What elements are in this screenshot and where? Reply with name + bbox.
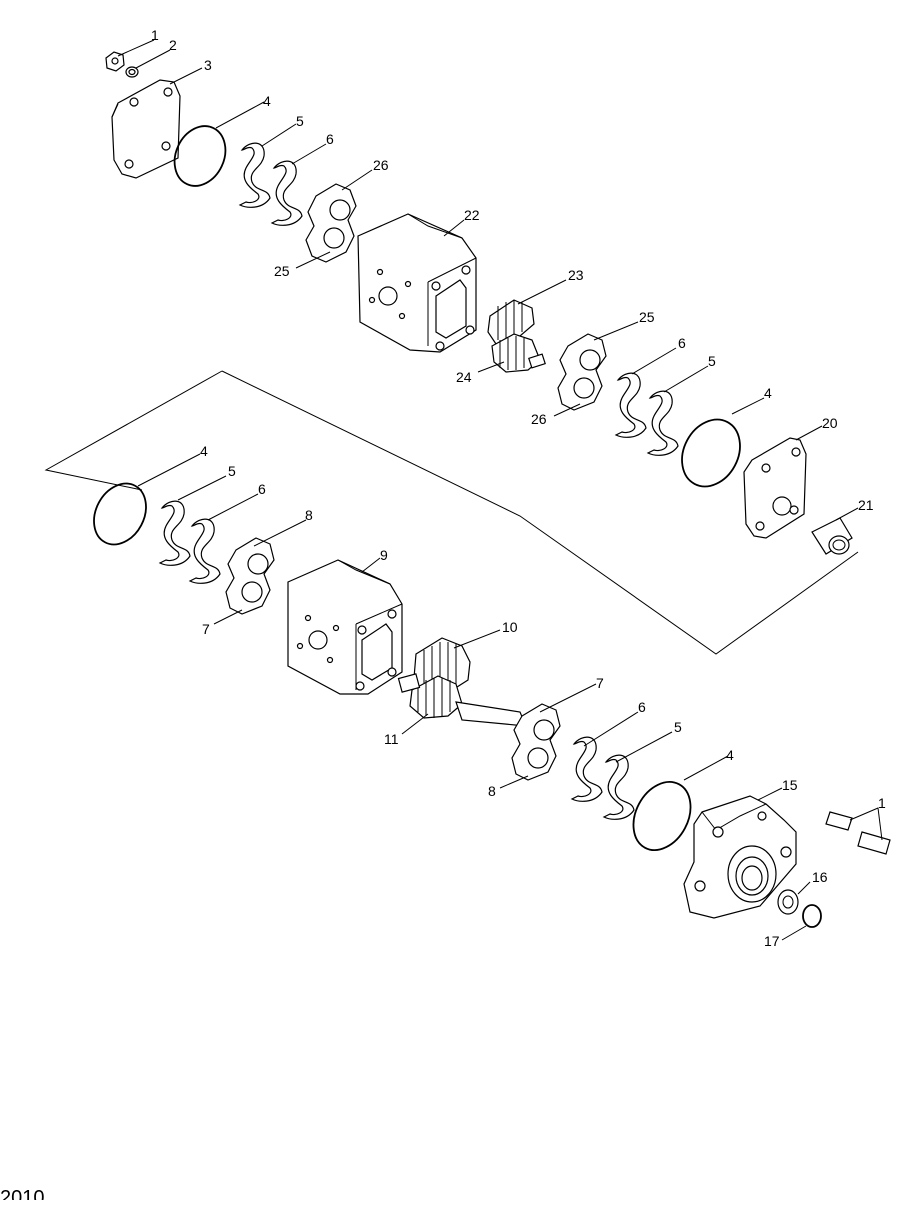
label-low-seal-6: 6 — [638, 699, 646, 715]
label-low-oring: 4 — [726, 747, 734, 763]
part-front-gear-pair — [397, 637, 527, 727]
part-front-flange — [683, 795, 797, 919]
part-rear-pump-body — [357, 213, 477, 353]
figure-number: 2010 — [0, 1187, 45, 1200]
part-bearing-block-top — [305, 183, 357, 263]
part-studs — [825, 811, 891, 855]
label-mid-oring: 4 — [764, 385, 772, 401]
part-o-ring-mid — [681, 418, 741, 488]
label-top-seal-5: 5 — [296, 113, 304, 129]
label-top-seal-6: 6 — [326, 131, 334, 147]
label-front-shaft-11: 11 — [384, 731, 399, 747]
part-seal-low-b — [602, 754, 635, 820]
label-top-bush-26: 26 — [373, 157, 389, 173]
part-front-pump-body — [287, 559, 403, 695]
label-top-washer: 2 — [169, 37, 177, 53]
part-seal-mid-b — [646, 390, 679, 456]
label-mid-plate: 20 — [822, 415, 838, 431]
part-seal-mid-a — [614, 372, 647, 438]
part-snap-ring — [802, 904, 822, 928]
part-intermediate-plate — [743, 437, 807, 539]
callout-labels: 1 2 3 4 5 6 26 25 22 23 24 25 26 6 5 4 2… — [151, 27, 886, 949]
part-nut — [105, 51, 125, 72]
part-seal-top-b — [270, 160, 303, 226]
label-rear-body: 22 — [464, 207, 480, 223]
label-mid-seal-5: 5 — [708, 353, 716, 369]
label-front-flange: 15 — [782, 777, 798, 793]
label-left-seal-5: 5 — [228, 463, 236, 479]
label-mid-bush-26: 26 — [531, 411, 547, 427]
label-drive-gear-23: 23 — [568, 267, 584, 283]
label-studs: 1 — [878, 795, 886, 811]
label-top-bush-25: 25 — [274, 263, 290, 279]
label-left-seal-6: 6 — [258, 481, 266, 497]
label-left-bush-8: 8 — [305, 507, 313, 523]
label-left-bush-7: 7 — [202, 621, 210, 637]
label-front-body: 9 — [380, 547, 388, 563]
part-o-ring-low — [632, 781, 692, 851]
part-seal-top-a — [238, 142, 271, 208]
part-o-ring-left — [93, 482, 147, 546]
label-low-bush-8: 8 — [488, 783, 496, 799]
assembly-boundary-line — [44, 370, 223, 491]
leader-lines — [117, 39, 883, 941]
label-front-gear-10: 10 — [502, 619, 518, 635]
label-low-seal-5: 5 — [674, 719, 682, 735]
part-bearing-block-mid — [557, 333, 607, 411]
label-shaft-seal: 16 — [812, 869, 828, 885]
part-bearing-block-left — [225, 537, 275, 615]
part-rear-cover — [111, 79, 181, 179]
part-o-ring-top — [173, 125, 227, 187]
part-shaft-seal — [777, 889, 799, 915]
part-seal-left-a — [158, 500, 191, 566]
label-left-oring: 4 — [200, 443, 208, 459]
part-rear-gear-pair — [487, 299, 546, 373]
label-top-cover: 3 — [204, 57, 212, 73]
part-seal-left-b — [188, 518, 221, 584]
label-mid-seal-6: 6 — [678, 335, 686, 351]
label-driven-gear-24: 24 — [456, 369, 472, 385]
label-top-oring: 4 — [263, 93, 271, 109]
label-snap-ring: 17 — [764, 933, 780, 949]
part-bearing-block-low — [511, 703, 561, 781]
assembly-boundary-line-lower — [221, 370, 859, 655]
part-coupling-sleeve — [811, 517, 853, 555]
label-low-bush-7: 7 — [596, 675, 604, 691]
label-coupling: 21 — [858, 497, 874, 513]
label-top-nut: 1 — [151, 27, 159, 43]
part-seal-low-a — [570, 736, 603, 802]
label-mid-bush-25: 25 — [639, 309, 655, 325]
part-washer — [125, 66, 139, 78]
